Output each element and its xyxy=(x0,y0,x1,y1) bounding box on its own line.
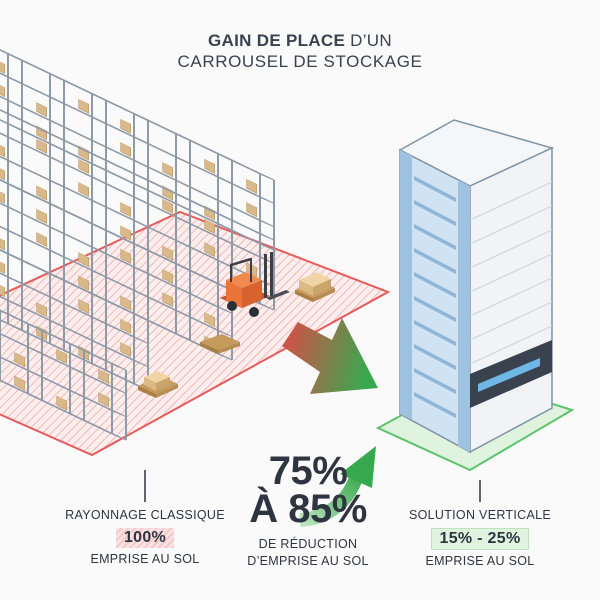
page-title: GAIN DE PLACE D’UN CARROUSEL DE STOCKAGE xyxy=(150,30,450,73)
shelf-unit xyxy=(91,293,149,391)
forklift-icon xyxy=(220,252,290,317)
title-line2: CARROUSEL DE STOCKAGE xyxy=(177,52,423,71)
left-value-badge: 100% xyxy=(115,528,175,548)
left-footprint: EMPRISE AU SOL xyxy=(90,552,200,566)
right-caption: SOLUTION VERTICALE 15% - 25% EMPRISE AU … xyxy=(385,508,575,568)
storage-carousel-icon xyxy=(398,119,555,454)
right-footprint: EMPRISE AU SOL xyxy=(425,554,535,568)
reduction-sub1: DE RÉDUCTION xyxy=(258,537,358,551)
reduction-line1: 75% xyxy=(268,449,348,493)
shelf-unit xyxy=(175,263,233,361)
left-caption: RAYONNAGE CLASSIQUE 100% EMPRISE AU SOL xyxy=(40,508,250,566)
reduction-line2: À 85% xyxy=(249,487,367,531)
left-label: RAYONNAGE CLASSIQUE xyxy=(65,508,225,522)
center-caption: 75% À 85% DE RÉDUCTION D’EMPRISE AU SOL xyxy=(228,449,388,570)
shelf-unit xyxy=(7,183,65,281)
shelving-racks xyxy=(0,48,275,441)
arrow-right-icon xyxy=(282,318,378,394)
right-label: SOLUTION VERTICALE xyxy=(408,508,551,522)
shelf-unit xyxy=(69,343,127,441)
title-rest: D’UN xyxy=(345,31,392,50)
title-bold: GAIN DE PLACE xyxy=(208,31,346,50)
pallet-icon xyxy=(138,272,335,398)
arrow-up-icon xyxy=(299,446,376,527)
right-value-badge: 15% - 25% xyxy=(430,528,530,550)
reduction-sub2: D’EMPRISE AU SOL xyxy=(247,554,369,568)
